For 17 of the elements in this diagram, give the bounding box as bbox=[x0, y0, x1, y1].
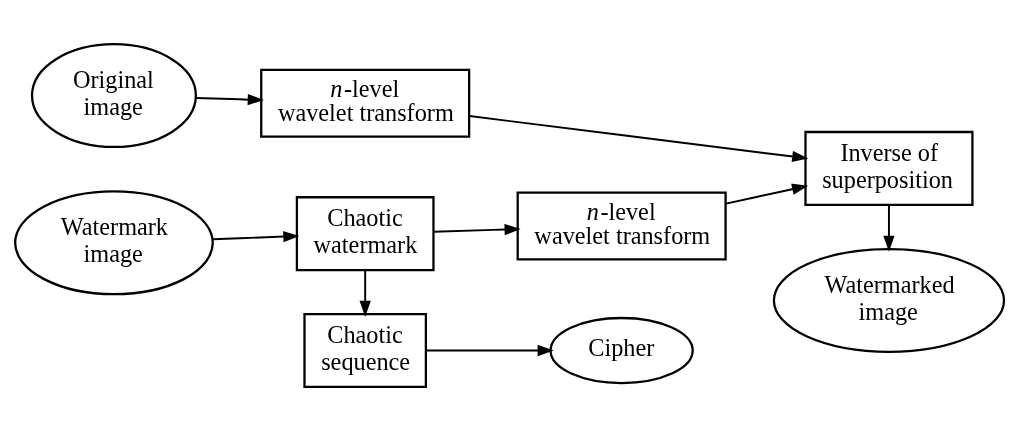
node-box: Inverse of superposition bbox=[804, 130, 974, 206]
node-box: Chaotic watermark bbox=[295, 195, 435, 271]
arrow bbox=[195, 93, 264, 105]
node-ellipse: Watermarked image bbox=[772, 247, 1006, 353]
node-box: Chaotic sequence bbox=[303, 312, 427, 388]
arrow bbox=[425, 344, 554, 356]
node-ellipse: Original image bbox=[30, 42, 197, 148]
node-box: n-level wavelet transform bbox=[516, 191, 727, 261]
arrow bbox=[211, 230, 300, 242]
arrow bbox=[725, 183, 809, 205]
arrow bbox=[359, 269, 371, 317]
arrow bbox=[432, 223, 521, 235]
node-box: n-level wavelet transform bbox=[260, 68, 471, 138]
node-ellipse: Cipher bbox=[549, 316, 694, 384]
node-ellipse: Watermark image bbox=[14, 189, 214, 295]
arrow bbox=[468, 114, 809, 162]
arrow bbox=[883, 203, 895, 252]
